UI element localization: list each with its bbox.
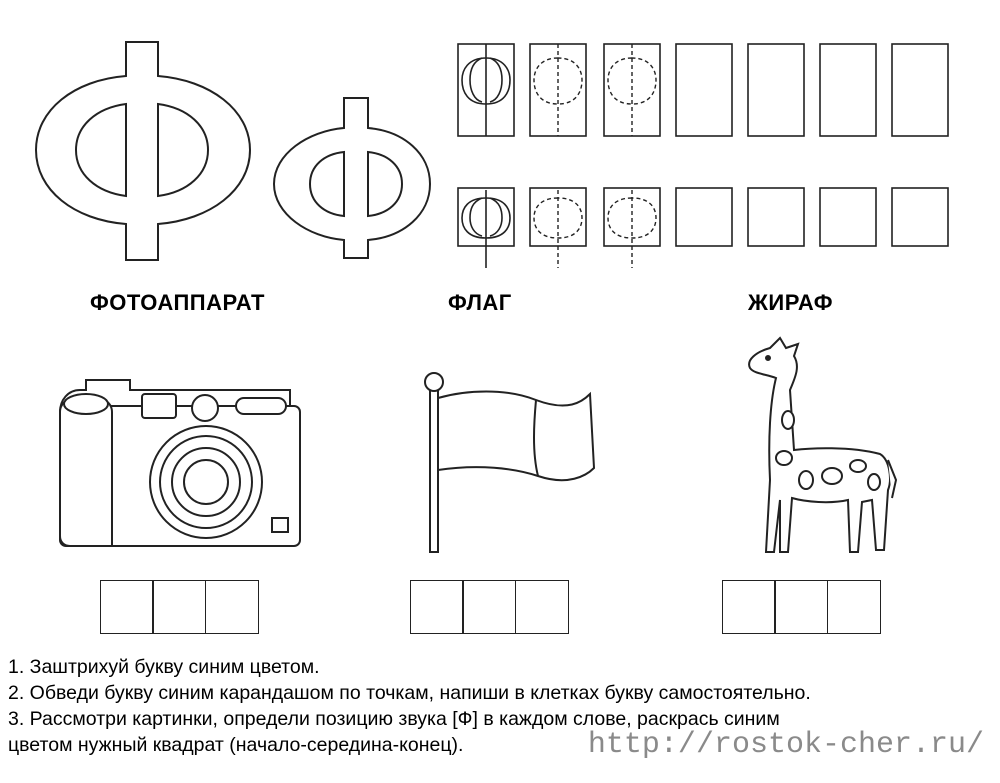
position-end-box[interactable]	[826, 580, 881, 634]
position-start-box[interactable]	[410, 580, 464, 634]
tracing-cell-5	[747, 187, 805, 247]
position-end-box[interactable]	[204, 580, 259, 634]
lowercase-f-outline	[272, 97, 432, 259]
position-middle-box[interactable]	[462, 580, 517, 634]
flag-icon	[424, 372, 596, 553]
sample-lowercase-f	[461, 190, 511, 268]
instruction-line-1: 1. Заштрихуй букву синим цветом.	[8, 656, 320, 678]
tracing-grid-lowercase	[457, 187, 949, 268]
instruction-line-2: 2. Обведи букву синим карандашом по точк…	[8, 682, 811, 704]
tracing-grid-uppercase	[457, 43, 949, 137]
watermark-url: http://rostok-cher.ru/	[587, 728, 984, 762]
position-start-box[interactable]	[100, 580, 154, 634]
dotted-uppercase-f	[533, 44, 657, 136]
instruction-line-3: 3. Рассмотри картинки, определи позицию …	[8, 708, 780, 730]
tracing-cell-4	[675, 187, 733, 247]
word-flag: ФЛАГ	[448, 290, 512, 315]
sound-position-boxes-flag	[410, 580, 569, 634]
dotted-lowercase-f	[533, 190, 657, 268]
letter-f-outline-illustration	[34, 41, 432, 261]
position-middle-box[interactable]	[152, 580, 207, 634]
tracing-cell-7	[891, 187, 949, 247]
sound-position-boxes-camera	[100, 580, 259, 634]
sound-position-boxes-giraffe	[722, 580, 881, 634]
position-start-box[interactable]	[722, 580, 776, 634]
position-middle-box[interactable]	[774, 580, 829, 634]
position-end-box[interactable]	[514, 580, 569, 634]
sample-uppercase-f	[461, 44, 511, 136]
word-giraffe: ЖИРАФ	[748, 290, 834, 315]
instruction-line-4: цветом нужный квадрат (начало-середина-к…	[8, 734, 464, 756]
camera-icon	[58, 379, 301, 547]
uppercase-f-outline	[34, 41, 252, 261]
tracing-cell-6	[819, 187, 877, 247]
tracing-cell-4	[675, 43, 733, 137]
tracing-cell-5	[747, 43, 805, 137]
giraffe-icon	[748, 336, 898, 553]
tracing-cell-7	[891, 43, 949, 137]
tracing-cell-6	[819, 43, 877, 137]
word-camera: ФОТОАППАРАТ	[90, 290, 265, 315]
instructions: 1. Заштрихуй букву синим цветом. 2. Обве…	[8, 654, 993, 758]
